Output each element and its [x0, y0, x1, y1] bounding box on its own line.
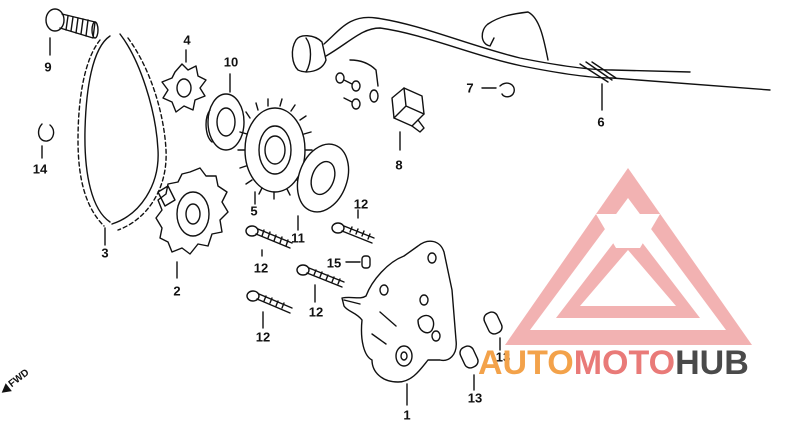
callout-10: 10: [223, 54, 239, 70]
callout-1: 1: [403, 407, 411, 423]
callout-14: 14: [32, 161, 48, 177]
part-6-wire-harness: [291, 11, 771, 111]
callout-7: 7: [466, 80, 474, 96]
callout-4: 4: [183, 32, 191, 48]
part-5-gear: [237, 98, 313, 205]
callout-13b: 13: [467, 390, 483, 406]
callout-12d: 12: [255, 329, 271, 345]
part-11-washer: [296, 143, 350, 231]
watermark-moto: MOTO: [573, 343, 676, 382]
callout-11: 11: [291, 230, 305, 246]
callout-8: 8: [395, 157, 403, 173]
part-3-chain: [77, 33, 167, 246]
callout-6: 6: [597, 114, 605, 130]
watermark-text: AUTO MOTO HUB: [478, 343, 749, 383]
callout-15: 15: [326, 255, 342, 271]
part-15-pin: [345, 255, 371, 269]
part-washers-small: [335, 72, 379, 110]
part-13-dowels: [459, 311, 503, 391]
part-12-bolts: [245, 209, 375, 329]
callout-9: 9: [44, 59, 52, 75]
part-4-sprocket: [161, 49, 207, 113]
part-1-oil-pump: [341, 240, 457, 406]
callout-5: 5: [250, 203, 258, 219]
part-7-clip: [481, 82, 515, 98]
callout-13a: 13: [495, 349, 511, 365]
watermark-hub: HUB: [675, 343, 749, 382]
callout-12b: 12: [353, 196, 369, 212]
callout-12c: 12: [308, 304, 324, 320]
part-14-clip: [37, 123, 55, 159]
callout-12a: 12: [253, 260, 269, 276]
callout-2: 2: [173, 283, 181, 299]
part-2-sprocket: [155, 167, 229, 279]
watermark-logo: [505, 168, 752, 345]
watermark-auto: AUTO: [478, 343, 574, 382]
part-10-washer: [205, 73, 245, 151]
part-9-bolt: [45, 8, 99, 56]
callout-3: 3: [101, 245, 109, 261]
part-8-pressure-switch: [391, 87, 425, 151]
